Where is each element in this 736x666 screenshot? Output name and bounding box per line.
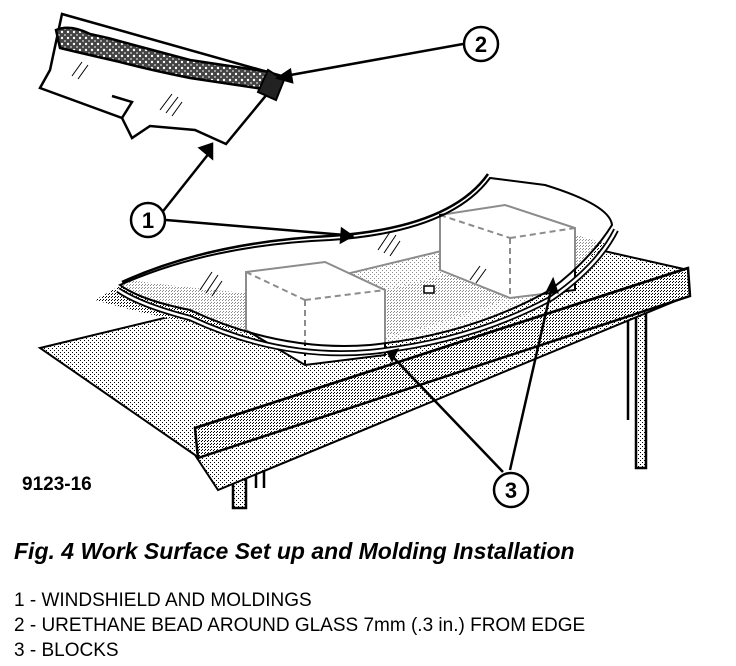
legend-list: 1 - WINDSHIELD AND MOLDINGS 2 - URETHANE… — [14, 588, 585, 663]
detail-view — [38, 12, 286, 146]
leader-lines — [159, 42, 559, 473]
windshield — [116, 173, 619, 357]
svg-text:1: 1 — [142, 208, 154, 233]
legend-item: 2 - URETHANE BEAD AROUND GLASS 7mm (.3 i… — [14, 615, 586, 636]
table-legs — [231, 303, 648, 510]
legend-item: 1 - WINDSHIELD AND MOLDINGS — [14, 590, 312, 611]
work-surface-diagram: 1 2 3 — [37, 12, 692, 510]
callout-3: 3 — [492, 471, 530, 509]
figure-caption: Fig. 4 Work Surface Set up and Molding I… — [14, 538, 575, 564]
urethane-bead — [54, 26, 272, 92]
figure-reference-number: 9123-16 — [22, 474, 92, 495]
svg-text:2: 2 — [475, 32, 487, 57]
callout-2: 2 — [462, 25, 500, 63]
legend-item: 3 - BLOCKS — [14, 640, 119, 661]
svg-text:3: 3 — [505, 478, 517, 503]
callout-1: 1 — [129, 201, 167, 239]
